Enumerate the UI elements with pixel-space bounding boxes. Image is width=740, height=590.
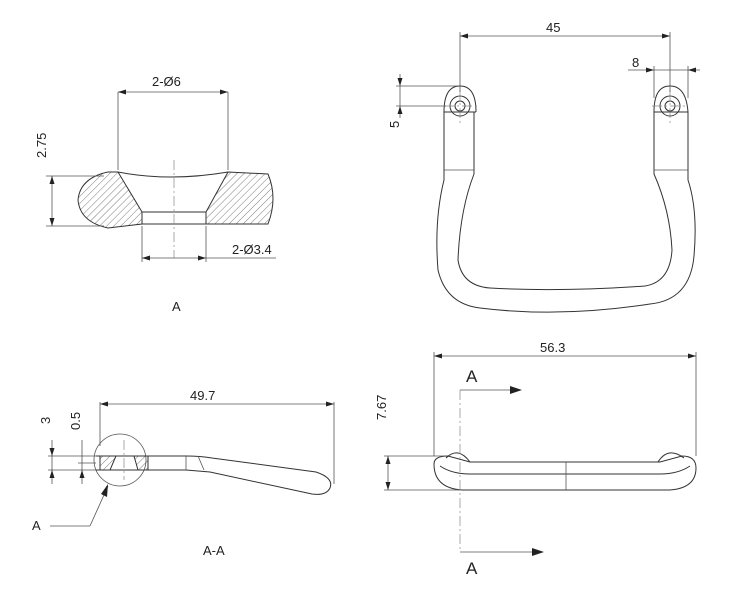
dim-0-5: 0.5	[68, 412, 83, 430]
dim-2-d3-4: 2-Ø3.4	[232, 242, 272, 257]
dim-2-75: 2.75	[34, 133, 49, 158]
detail-a-caption: A	[172, 299, 181, 314]
dim-5: 5	[387, 121, 402, 128]
top-view: 45 8 5	[387, 20, 700, 313]
detail-a-view: 2-Ø6 2.75 2-Ø3.4 A	[34, 74, 276, 314]
dim-45: 45	[546, 20, 560, 35]
detail-a-reference: A	[32, 518, 41, 533]
dim-7-67: 7.67	[374, 395, 389, 420]
dim-49-7: 49.7	[190, 388, 215, 403]
front-view: A A 56.3 7.67	[374, 340, 697, 578]
section-mark-bottom: A	[466, 559, 478, 578]
section-mark-top: A	[466, 367, 478, 386]
section-a-a-view: 49.7 3 0.5 A A-A	[32, 388, 335, 558]
dim-56-3: 56.3	[540, 340, 565, 355]
detail-a-section-right	[205, 171, 274, 225]
dim-2-d6: 2-Ø6	[152, 74, 181, 89]
detail-a-section-left	[77, 171, 143, 229]
dim-3: 3	[38, 417, 53, 424]
dim-8: 8	[632, 55, 639, 70]
section-a-a-caption: A-A	[203, 543, 225, 558]
